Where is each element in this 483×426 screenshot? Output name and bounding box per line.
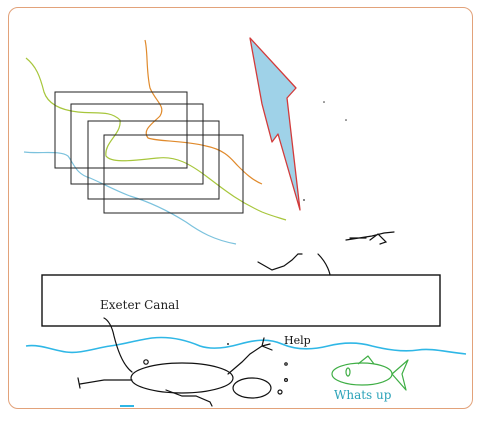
scribble-orange-line <box>144 39 263 185</box>
scribble-lime-line <box>25 57 287 221</box>
figure-leg-1 <box>77 377 133 389</box>
figure-head <box>232 377 272 399</box>
rectangle-3 <box>87 120 220 200</box>
lightning-bolt-icon <box>249 37 301 211</box>
rectangle-1 <box>54 91 188 169</box>
bubble-2 <box>277 389 283 395</box>
rectangle-2 <box>70 103 204 185</box>
help-label: Help <box>284 334 311 347</box>
rectangle-4 <box>103 134 244 214</box>
drawing-canvas <box>8 7 473 409</box>
scribble-sky-line <box>23 151 237 245</box>
rectangle-stack <box>54 91 244 214</box>
canal-box <box>41 274 441 327</box>
fish-body <box>331 362 393 386</box>
fish-tail <box>391 359 409 391</box>
bubble-1 <box>143 359 149 365</box>
figure-body <box>130 362 234 394</box>
fish-icon <box>331 355 409 391</box>
fish-eye <box>345 367 351 377</box>
canal-label: Exeter Canal <box>100 298 180 312</box>
figure-leg-2 <box>165 389 213 407</box>
whats-up-label: Whats up <box>334 388 392 402</box>
stick-figure-icon <box>77 317 289 407</box>
water-line <box>25 336 467 355</box>
fish-fin <box>357 355 375 365</box>
figure-right-arm <box>227 337 273 375</box>
stray-marks <box>227 101 347 345</box>
figure-left-arm <box>103 317 133 373</box>
bubble-4 <box>284 362 288 366</box>
bubble-3 <box>284 378 289 383</box>
